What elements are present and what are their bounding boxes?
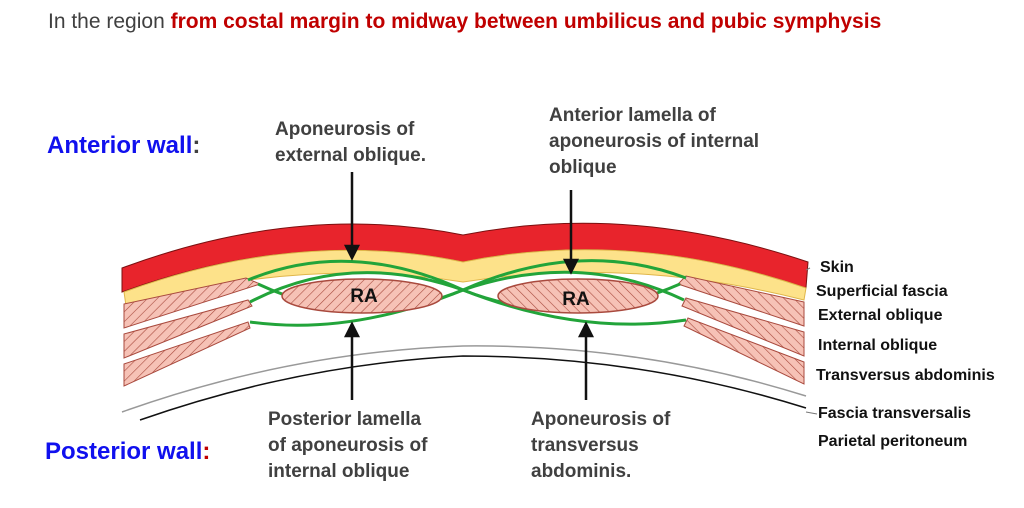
label-anterior-lamella: Anterior lamella of aponeurosis of inter… xyxy=(549,103,759,181)
parietal-peritoneum-line xyxy=(139,355,807,421)
internal-oblique-left xyxy=(123,299,253,359)
label-line: of aponeurosis of xyxy=(268,435,428,456)
rectus-abdominis-right xyxy=(497,278,659,314)
pointer-line xyxy=(805,267,811,271)
ra-label-left: RA xyxy=(350,286,378,307)
intro-highlight: from costal margin to midway between umb… xyxy=(170,10,882,33)
arrowhead-posterior-lamella xyxy=(343,321,361,338)
label-line: oblique xyxy=(549,157,617,178)
label-posterior-lamella: Posterior lamella of aponeurosis of inte… xyxy=(268,407,427,485)
layer-label-fascia-transversalis: Fascia transversalis xyxy=(818,405,971,422)
label-line: aponeurosis of internal xyxy=(549,131,760,152)
internal-oblique-right xyxy=(681,297,805,357)
layer-label-parietal-peritoneum: Parietal peritoneum xyxy=(818,433,968,450)
anterior-wall-colon: : xyxy=(192,132,201,159)
label-line: internal oblique xyxy=(268,461,410,482)
label-line: Anterior lamella of xyxy=(549,105,716,126)
arrowhead-anterior-lamella xyxy=(562,258,580,275)
label-transversus-aponeurosis: Aponeurosis of transversus abdominis. xyxy=(531,407,670,485)
layer-label-external-oblique: External oblique xyxy=(818,307,943,324)
transversus-abdominis-left xyxy=(123,321,251,387)
layer-label-skin: Skin xyxy=(820,259,854,276)
label-line: transversus xyxy=(531,435,639,456)
label-line: Aponeurosis of xyxy=(275,119,415,140)
label-external-oblique-aponeurosis: Aponeurosis of external oblique. xyxy=(275,117,426,169)
anterior-wall-label: Anterior wall xyxy=(47,132,193,159)
label-line: abdominis. xyxy=(531,461,632,482)
intro-prefix: In the region xyxy=(48,10,171,33)
transversus-abdominis-right xyxy=(683,317,805,385)
rectus-abdominis-left xyxy=(281,278,443,314)
posterior-wall-label: Posterior wall xyxy=(45,438,203,465)
arrowhead-external-oblique xyxy=(343,244,361,261)
posterior-wall-title: Posterior wall: xyxy=(45,438,210,466)
anterior-wall-title: Anterior wall: xyxy=(47,132,200,160)
label-line: Posterior lamella xyxy=(268,409,422,430)
posterior-wall-colon: : xyxy=(202,438,211,465)
label-line: Aponeurosis of xyxy=(531,409,671,430)
layer-label-internal-oblique: Internal oblique xyxy=(818,337,938,354)
ra-label-right: RA xyxy=(562,289,590,310)
fascia-transversalis-line xyxy=(121,345,807,413)
layer-label-transversus-abdominis: Transversus abdominis xyxy=(816,367,995,384)
layer-label-superficial-fascia: Superficial fascia xyxy=(816,283,948,300)
intro-text: In the region from costal margin to midw… xyxy=(48,10,881,34)
label-line: external oblique. xyxy=(275,145,426,166)
arrowhead-transversus xyxy=(577,321,595,338)
pointer-line xyxy=(805,411,818,415)
